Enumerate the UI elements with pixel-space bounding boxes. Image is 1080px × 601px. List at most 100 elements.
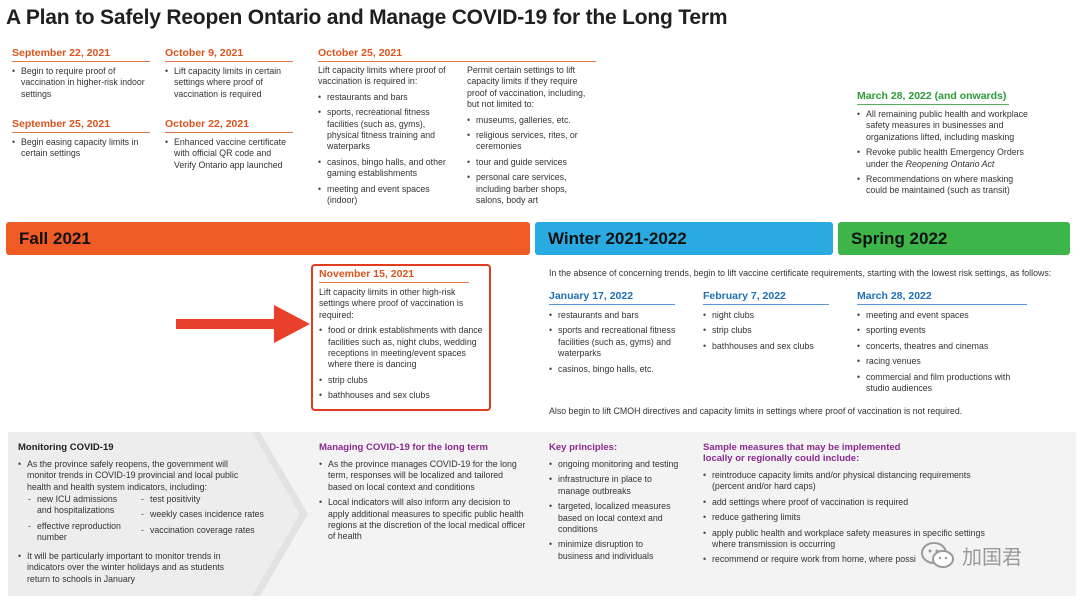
milestone-date: March 28, 2022 — [857, 290, 932, 302]
list-item: strip clubs — [319, 375, 483, 387]
milestone-mar28-mid: March 28, 2022 meeting and event spaces … — [857, 290, 1037, 398]
milestone-sep25: September 25, 2021 Begin easing capacity… — [12, 118, 152, 164]
winter-footer: Also begin to lift CMOH directives and c… — [549, 406, 963, 416]
list-item: reintroduce capacity limits and/or physi… — [703, 470, 995, 493]
list-item: It will be particularly important to mon… — [18, 551, 243, 585]
list-item: sporting events — [857, 325, 1037, 337]
season-bar-spring: Spring 2022 — [838, 222, 1070, 255]
list-item: commercial and film productions with stu… — [857, 372, 1016, 395]
nov15-highlight-box — [311, 264, 491, 411]
section-title: Key principles: — [549, 442, 618, 453]
list-item: meeting and event spaces (indoor) — [318, 184, 456, 207]
divider — [318, 61, 596, 62]
list-item: casinos, bingo halls, etc. — [549, 364, 679, 376]
list-item: strip clubs — [703, 325, 833, 337]
milestone-date: October 9, 2021 — [165, 47, 244, 59]
intro-text: Lift capacity limits in other high-risk … — [319, 287, 464, 320]
list-item: Revoke public health Emergency Orders un… — [857, 147, 1032, 170]
divider — [12, 61, 150, 62]
list-item: Begin easing capacity limits in certain … — [12, 137, 152, 160]
milestone-date: October 25, 2021 — [318, 47, 403, 59]
milestone-mar28-top: March 28, 2022 (and onwards) All remaini… — [857, 90, 1032, 201]
milestone-nov15: November 15, 2021 Lift capacity limits i… — [319, 268, 485, 406]
winter-intro: In the absence of concerning trends, beg… — [549, 268, 1052, 278]
watermark: 加国君 — [920, 540, 1022, 570]
watermark-text: 加国君 — [962, 544, 1022, 569]
season-bar-fall: Fall 2021 — [6, 222, 530, 255]
list-item: All remaining public health and workplac… — [857, 109, 1032, 143]
list-item: night clubs — [703, 310, 833, 322]
milestone-date: October 22, 2021 — [165, 118, 250, 130]
milestone-jan17: January 17, 2022 restaurants and bars sp… — [549, 290, 679, 379]
list-item: add settings where proof of vaccination … — [703, 497, 995, 509]
oct25-right-column: Permit certain settings to lift capacity… — [467, 65, 597, 210]
wechat-icon — [921, 542, 954, 568]
list-item: bathhouses and sex clubs — [703, 341, 833, 353]
list-item: reduce gathering limits — [703, 512, 995, 524]
list-item: new ICU admissions and hospitalizations — [28, 494, 133, 517]
list-item: recommend or require work from home, whe… — [703, 554, 995, 566]
divider — [857, 104, 1009, 105]
intro-text: Permit certain settings to lift capacity… — [467, 65, 586, 110]
milestone-date: January 17, 2022 — [549, 290, 634, 302]
list-item: targeted, localized measures based on lo… — [549, 501, 679, 535]
milestone-date: February 7, 2022 — [703, 290, 786, 302]
divider — [549, 304, 675, 305]
list-item: museums, galleries, etc. — [467, 115, 597, 127]
act-name: Reopening Ontario Act — [905, 158, 995, 169]
milestone-oct9: October 9, 2021 Lift capacity limits in … — [165, 47, 295, 104]
intro-text: Lift capacity limits where proof of vacc… — [318, 65, 446, 87]
milestone-sep22: September 22, 2021 Begin to require proo… — [12, 47, 152, 104]
section-title: Managing COVID-19 for the long term — [319, 442, 488, 453]
milestone-oct25: October 25, 2021 — [318, 47, 598, 66]
list-item: meeting and event spaces — [857, 310, 1037, 322]
milestone-date: November 15, 2021 — [319, 268, 415, 280]
oct25-left-column: Lift capacity limits where proof of vacc… — [318, 65, 456, 210]
milestone-oct22: October 22, 2021 Enhanced vaccine certif… — [165, 118, 295, 175]
page-title: A Plan to Safely Reopen Ontario and Mana… — [6, 6, 728, 29]
section-title: Monitoring COVID-19 — [18, 442, 114, 453]
list-item-text: Revoke public health Emergency Orders un… — [866, 147, 1024, 169]
divider — [319, 282, 469, 283]
divider — [165, 132, 293, 133]
list-item: ongoing monitoring and testing — [549, 459, 679, 471]
divider — [857, 304, 1027, 305]
list-item: Enhanced vaccine certificate with offici… — [165, 137, 295, 171]
list-item: religious services, rites, or ceremonies — [467, 130, 597, 153]
list-item: test positivity — [141, 494, 281, 506]
season-bar-winter: Winter 2021-2022 — [535, 222, 833, 255]
list-item: racing venues — [857, 356, 1037, 368]
milestone-feb7: February 7, 2022 night clubs strip clubs… — [703, 290, 833, 356]
divider — [703, 304, 829, 305]
divider — [12, 132, 150, 133]
list-item: Lift capacity limits in certain settings… — [165, 66, 295, 100]
monitoring-section: Monitoring COVID-19 As the province safe… — [18, 442, 248, 497]
sample-measures-section: Sample measures that may be implemented … — [703, 442, 1003, 570]
list-item: Local indicators will also inform any de… — [319, 497, 527, 543]
list-item: vaccination coverage rates — [141, 525, 281, 537]
list-item: restaurants and bars — [318, 92, 456, 104]
list-item: infrastructure in place to manage outbre… — [549, 474, 679, 497]
list-item: sports and recreational fitness faciliti… — [549, 325, 679, 359]
list-item: As the province manages COVID-19 for the… — [319, 459, 527, 493]
monitoring-indicators-col1: new ICU admissions and hospitalizations … — [28, 494, 133, 548]
list-item: weekly cases incidence rates — [141, 509, 281, 521]
monitoring-outro: It will be particularly important to mon… — [18, 551, 243, 589]
list-item: food or drink establishments with dance … — [319, 325, 483, 371]
managing-section: Managing COVID-19 for the long term As t… — [319, 442, 527, 547]
list-item: effective reproduction number — [28, 521, 133, 544]
list-item: concerts, theatres and cinemas — [857, 341, 1037, 353]
list-item: tour and guide services — [467, 157, 597, 169]
list-item: sports, recreational fitness facilities … — [318, 107, 456, 153]
list-item: minimize disruption to business and indi… — [549, 539, 679, 562]
monitoring-indicators-col2: test positivity weekly cases incidence r… — [141, 494, 281, 540]
milestone-date: March 28, 2022 (and onwards) — [857, 90, 1007, 102]
list-item: personal care services, including barber… — [467, 172, 597, 206]
list-item: apply public health and workplace safety… — [703, 528, 995, 551]
list-item: Begin to require proof of vaccination in… — [12, 66, 152, 100]
milestone-date: September 25, 2021 — [12, 118, 111, 130]
milestone-date: September 22, 2021 — [12, 47, 111, 59]
list-item: casinos, bingo halls, and other gaming e… — [318, 157, 456, 180]
divider — [165, 61, 293, 62]
principles-section: Key principles: ongoing monitoring and t… — [549, 442, 679, 566]
